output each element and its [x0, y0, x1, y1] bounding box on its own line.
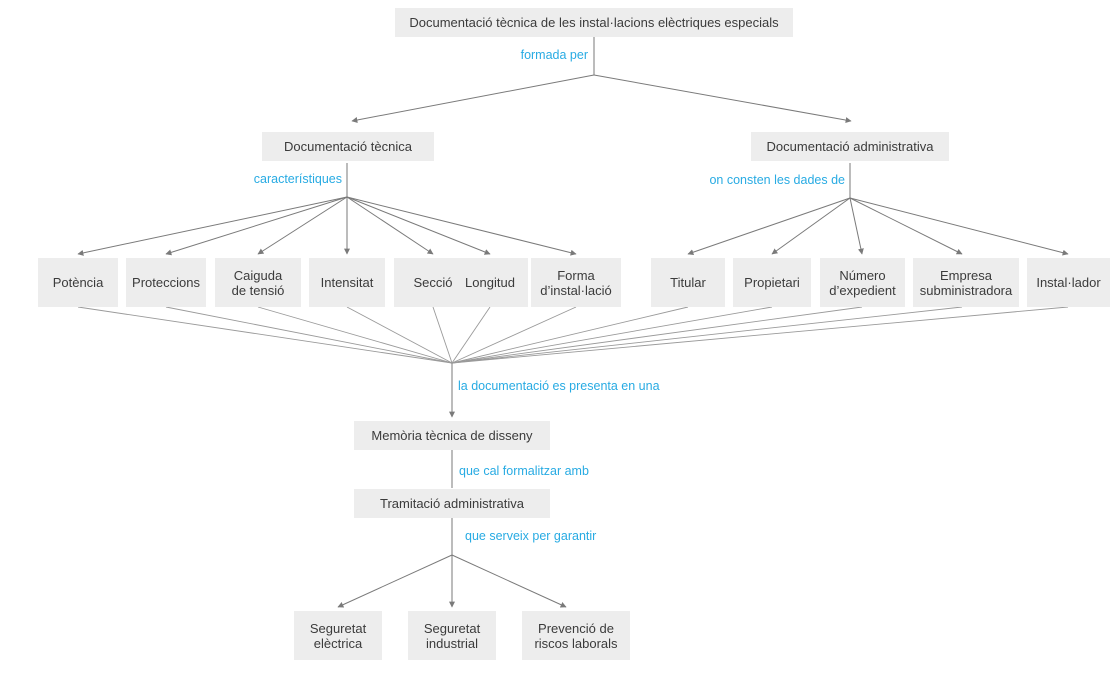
- node-tramitacio-administrativa[interactable]: Tramitació administrativa: [354, 489, 550, 518]
- node-intensitat[interactable]: Intensitat: [309, 258, 385, 307]
- link-label-presenta-en-una: la documentació es presenta en una: [458, 379, 660, 393]
- link-label-on-consten: on consten les dades de: [709, 173, 845, 187]
- node-proteccions[interactable]: Proteccions: [126, 258, 206, 307]
- link-label-formalitzar-amb: que cal formalitzar amb: [459, 464, 589, 478]
- node-memoria-tecnica[interactable]: Memòria tècnica de disseny: [354, 421, 550, 450]
- link-label-formada-per: formada per: [520, 48, 588, 62]
- node-caiguda-de-tensio[interactable]: Caiguda de tensió: [215, 258, 301, 307]
- node-empresa-subministradora[interactable]: Empresa subministradora: [913, 258, 1019, 307]
- edges-level-1: [351, 37, 852, 124]
- edges-tecnica-fanout: [77, 163, 577, 256]
- node-numero-expedient[interactable]: Número d’expedient: [820, 258, 905, 307]
- node-prevencio-riscos-laborals[interactable]: Prevenció de riscos laborals: [522, 611, 630, 660]
- edges-converge: [77, 306, 1069, 364]
- edges-lower-chain: [337, 363, 567, 608]
- link-label-caracteristiques: característiques: [253, 172, 342, 186]
- node-seguretat-electrica[interactable]: Seguretat elèctrica: [294, 611, 382, 660]
- node-root[interactable]: Documentació tècnica de les instal·lacio…: [395, 8, 793, 37]
- node-propietari[interactable]: Propietari: [733, 258, 811, 307]
- node-potencia[interactable]: Potència: [38, 258, 118, 307]
- node-seguretat-industrial[interactable]: Seguretat industrial: [408, 611, 496, 660]
- node-longitud[interactable]: Longitud: [452, 258, 528, 307]
- edges-administrativa-fanout: [687, 163, 1069, 256]
- link-label-serveix-garantir: que serveix per garantir: [465, 529, 597, 543]
- node-titular[interactable]: Titular: [651, 258, 725, 307]
- node-forma-instal-lacio[interactable]: Forma d’instal·lació: [531, 258, 621, 307]
- node-documentacio-tecnica[interactable]: Documentació tècnica: [262, 132, 434, 161]
- node-documentacio-administrativa[interactable]: Documentació administrativa: [751, 132, 949, 161]
- node-instal-lador[interactable]: Instal·lador: [1027, 258, 1110, 307]
